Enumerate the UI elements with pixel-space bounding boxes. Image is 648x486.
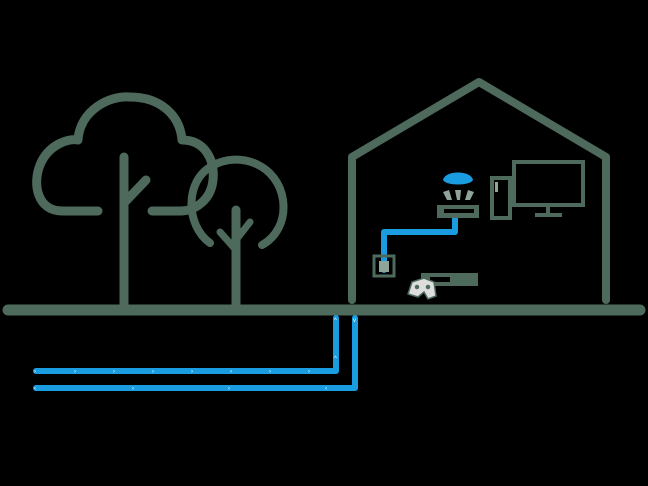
fiber-line-upstream [33, 315, 339, 374]
fiber-wall-socket [372, 254, 396, 278]
fiber-direction-arrows: › › › › › › › › ‹ ‹ ‹ ‹ ^ ^ v [34, 318, 356, 392]
fiber-line-downstream [33, 315, 358, 391]
svg-text:‹: ‹ [132, 386, 134, 392]
fiber-indoor-cable [381, 216, 458, 273]
svg-text:›: › [269, 369, 271, 375]
game-console-icon [421, 273, 478, 286]
small-tree-branch-right [232, 218, 254, 244]
svg-text:›: › [74, 369, 76, 375]
svg-text:‹: ‹ [34, 386, 36, 392]
small-tree-crown [187, 155, 288, 249]
svg-text:›: › [308, 369, 310, 375]
small-tree-branch-left [216, 228, 240, 254]
svg-text:^: ^ [334, 356, 337, 362]
svg-text:›: › [152, 369, 154, 375]
svg-text:‹: ‹ [228, 386, 230, 392]
game-controller-icon [407, 277, 437, 300]
wifi-signal-icon [443, 172, 473, 185]
router-icon [437, 172, 479, 218]
svg-text:›: › [34, 369, 36, 375]
svg-text:›: › [230, 369, 232, 375]
desktop-computer-icon [490, 160, 585, 220]
svg-text:v: v [353, 318, 356, 324]
socket-port-icon [379, 261, 389, 272]
svg-text:›: › [113, 369, 115, 375]
svg-text:›: › [191, 369, 193, 375]
big-tree-branch [119, 175, 151, 208]
svg-text:^: ^ [334, 318, 337, 324]
big-tree-crown [32, 92, 218, 216]
svg-text:‹: ‹ [325, 386, 327, 392]
house-outline [348, 78, 610, 304]
